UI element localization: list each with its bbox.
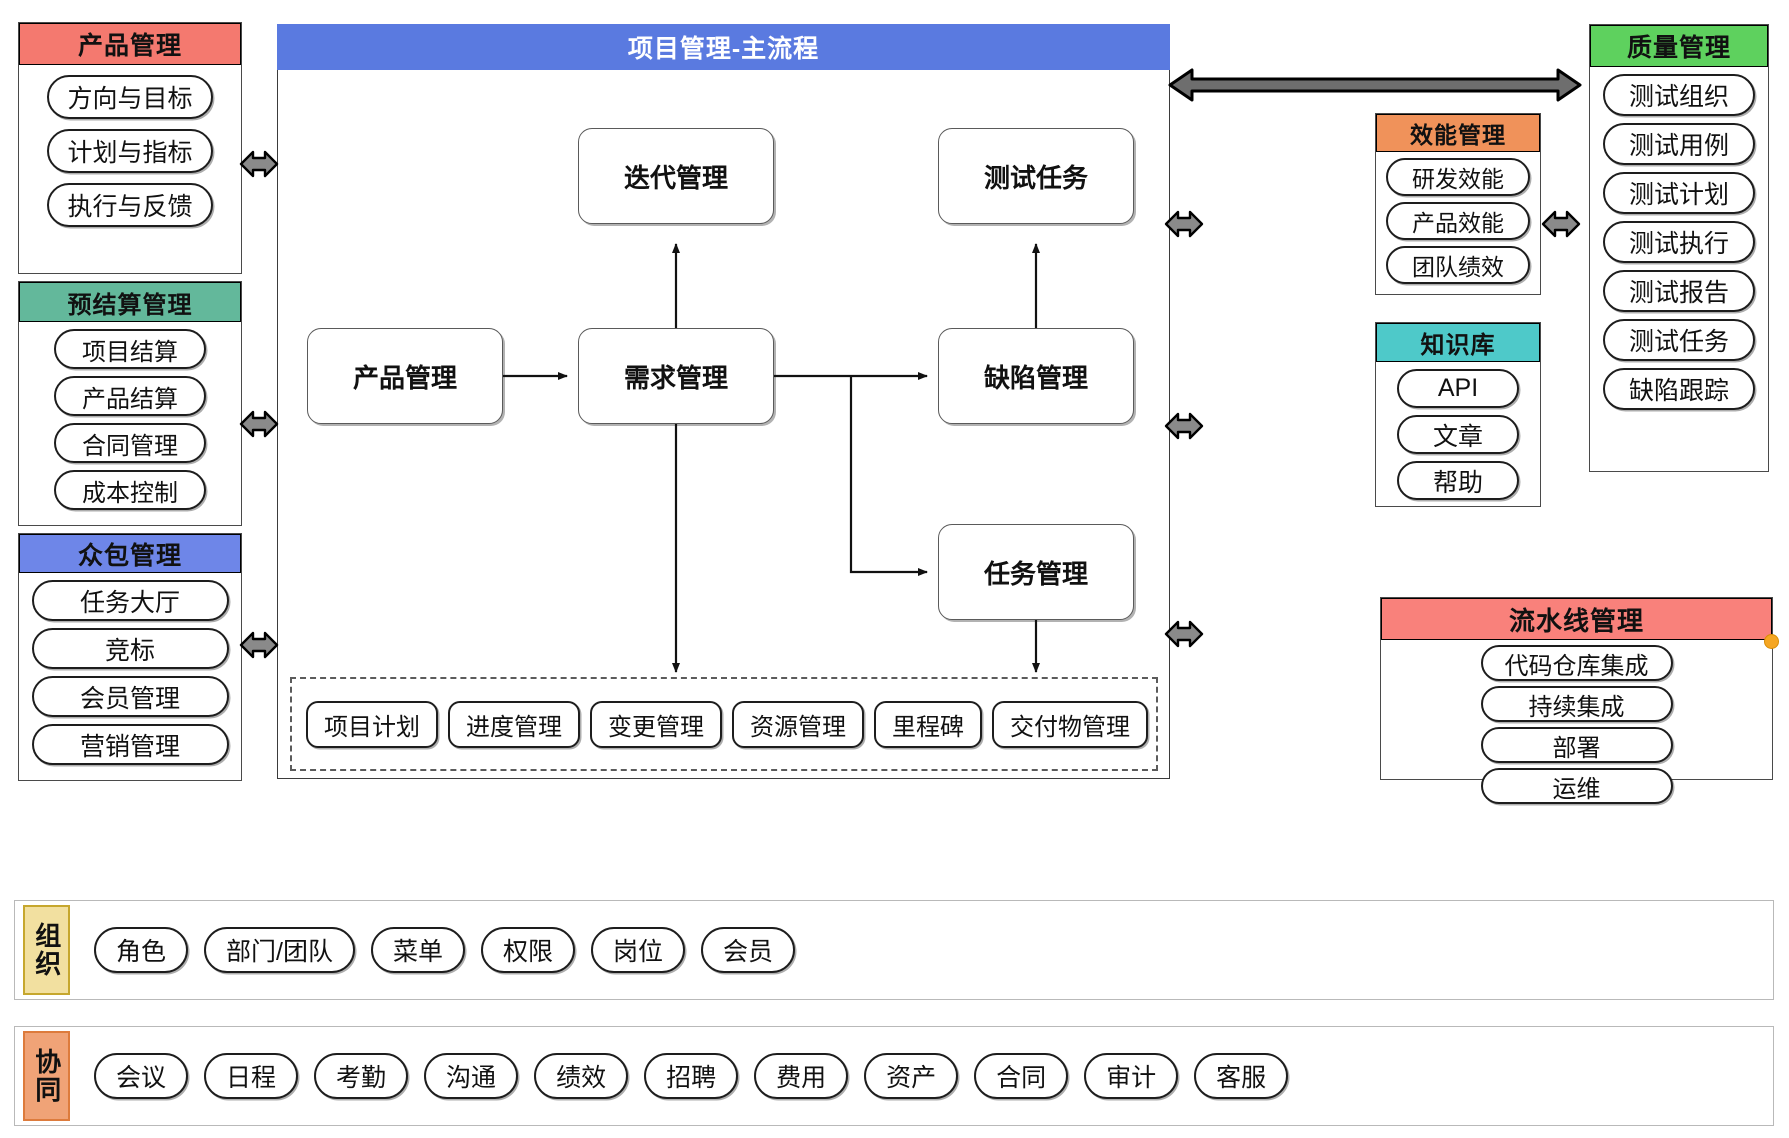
pipeline-status-dot bbox=[1764, 634, 1779, 649]
flowbox-task-management[interactable]: 任务管理 bbox=[938, 524, 1134, 620]
group-product-management[interactable]: 产品管理 方向与目标 计划与指标 执行与反馈 bbox=[18, 22, 242, 274]
arrow-bidir-budget bbox=[239, 410, 279, 438]
chip-task-hall[interactable]: 任务大厅 bbox=[31, 580, 229, 621]
flowbox-iteration-management[interactable]: 迭代管理 bbox=[578, 128, 774, 224]
chip-resource-management[interactable]: 资源管理 bbox=[732, 700, 864, 748]
group-header-pipeline-management: 流水线管理 bbox=[1381, 598, 1772, 640]
chip-test-report[interactable]: 测试报告 bbox=[1603, 270, 1755, 312]
chip-product-plan[interactable]: 计划与指标 bbox=[47, 129, 213, 173]
flowbox-product-management[interactable]: 产品管理 bbox=[307, 328, 503, 424]
chip-contract[interactable]: 合同 bbox=[974, 1053, 1069, 1099]
chip-bidding[interactable]: 竞标 bbox=[31, 628, 229, 669]
chip-deliverable-management[interactable]: 交付物管理 bbox=[992, 700, 1148, 748]
chip-department-team[interactable]: 部门/团队 bbox=[204, 927, 355, 973]
bottom-bar-tab-collaboration[interactable]: 协同 bbox=[23, 1031, 70, 1121]
chip-asset[interactable]: 资产 bbox=[864, 1053, 959, 1099]
bottom-bar-tab-collaboration-label: 协同 bbox=[31, 1048, 62, 1104]
chip-project-settlement[interactable]: 项目结算 bbox=[54, 329, 206, 369]
chip-project-plan[interactable]: 项目计划 bbox=[306, 700, 438, 748]
chip-change-management[interactable]: 变更管理 bbox=[590, 700, 722, 748]
chip-milestone[interactable]: 里程碑 bbox=[874, 700, 982, 748]
chip-test-organization[interactable]: 测试组织 bbox=[1603, 74, 1755, 116]
chip-contract-management[interactable]: 合同管理 bbox=[54, 423, 206, 463]
group-quality-management[interactable]: 质量管理 测试组织 测试用例 测试计划 测试执行 测试报告 测试任务 缺陷跟踪 bbox=[1589, 24, 1769, 472]
chip-meeting[interactable]: 会议 bbox=[94, 1053, 189, 1099]
arrow-bidir-efficiency-left bbox=[1164, 210, 1204, 238]
chip-recruitment[interactable]: 招聘 bbox=[644, 1053, 739, 1099]
bottom-bar-organization: 组织 角色 部门/团队 菜单 权限 岗位 会员 bbox=[14, 900, 1774, 1000]
group-header-efficiency-management: 效能管理 bbox=[1376, 114, 1540, 152]
arrow-bidir-flow-to-quality bbox=[1168, 68, 1582, 102]
chip-expense[interactable]: 费用 bbox=[754, 1053, 849, 1099]
chip-permission[interactable]: 权限 bbox=[480, 927, 575, 973]
arrow-bidir-product bbox=[239, 150, 279, 178]
chip-continuous-integration[interactable]: 持续集成 bbox=[1480, 686, 1673, 722]
chip-menu[interactable]: 菜单 bbox=[370, 927, 465, 973]
chip-product-efficiency[interactable]: 产品效能 bbox=[1386, 202, 1530, 240]
group-knowledge-base[interactable]: 知识库 API 文章 帮助 bbox=[1375, 322, 1541, 507]
chip-rnd-efficiency[interactable]: 研发效能 bbox=[1386, 158, 1530, 196]
chip-test-execution[interactable]: 测试执行 bbox=[1603, 221, 1755, 263]
chip-product-direction[interactable]: 方向与目标 bbox=[47, 75, 213, 119]
chip-cost-control[interactable]: 成本控制 bbox=[54, 470, 206, 510]
chip-deployment[interactable]: 部署 bbox=[1480, 727, 1673, 763]
chip-marketing-management[interactable]: 营销管理 bbox=[31, 724, 229, 765]
chip-product-execution[interactable]: 执行与反馈 bbox=[47, 183, 213, 227]
chip-help[interactable]: 帮助 bbox=[1397, 461, 1519, 500]
bottom-bar-tab-organization-label: 组织 bbox=[31, 922, 62, 978]
chip-team-performance[interactable]: 团队绩效 bbox=[1386, 246, 1530, 284]
chip-progress-management[interactable]: 进度管理 bbox=[448, 700, 580, 748]
chip-member-management[interactable]: 会员管理 bbox=[31, 676, 229, 717]
flowbox-defect-management[interactable]: 缺陷管理 bbox=[938, 328, 1134, 424]
chip-operations[interactable]: 运维 bbox=[1480, 768, 1673, 804]
chip-product-settlement[interactable]: 产品结算 bbox=[54, 376, 206, 416]
chip-api[interactable]: API bbox=[1397, 369, 1519, 408]
group-budget-settlement-management[interactable]: 预结算管理 项目结算 产品结算 合同管理 成本控制 bbox=[18, 281, 242, 526]
arrow-bidir-efficiency-right bbox=[1541, 210, 1581, 238]
chip-test-case[interactable]: 测试用例 bbox=[1603, 123, 1755, 165]
chip-communication[interactable]: 沟通 bbox=[424, 1053, 519, 1099]
arrow-bidir-knowledge bbox=[1164, 412, 1204, 440]
chip-test-plan[interactable]: 测试计划 bbox=[1603, 172, 1755, 214]
chip-performance[interactable]: 绩效 bbox=[534, 1053, 629, 1099]
flow-subitems-container: 项目计划 进度管理 变更管理 资源管理 里程碑 交付物管理 bbox=[290, 677, 1158, 771]
chip-audit[interactable]: 审计 bbox=[1084, 1053, 1179, 1099]
bottom-bar-tab-organization[interactable]: 组织 bbox=[23, 905, 70, 995]
bottom-bar-collaboration: 协同 会议 日程 考勤 沟通 绩效 招聘 费用 资产 合同 审计 客服 bbox=[14, 1026, 1774, 1126]
chip-defect-tracking[interactable]: 缺陷跟踪 bbox=[1603, 368, 1755, 410]
chip-position[interactable]: 岗位 bbox=[591, 927, 686, 973]
group-pipeline-management[interactable]: 流水线管理 代码仓库集成 持续集成 部署 运维 bbox=[1380, 597, 1773, 804]
chip-customer-service[interactable]: 客服 bbox=[1194, 1053, 1289, 1099]
group-header-crowdsourcing-management: 众包管理 bbox=[19, 534, 241, 573]
chip-schedule[interactable]: 日程 bbox=[204, 1053, 299, 1099]
flowbox-test-task[interactable]: 测试任务 bbox=[938, 128, 1134, 224]
flowbox-requirement-management[interactable]: 需求管理 bbox=[578, 328, 774, 424]
group-header-product-management: 产品管理 bbox=[19, 23, 241, 65]
group-crowdsourcing-management[interactable]: 众包管理 任务大厅 竞标 会员管理 营销管理 bbox=[18, 533, 242, 781]
arrow-bidir-crowdsourcing bbox=[239, 631, 279, 659]
chip-role[interactable]: 角色 bbox=[94, 927, 189, 973]
group-header-knowledge-base: 知识库 bbox=[1376, 323, 1540, 362]
arrow-bidir-pipeline bbox=[1164, 620, 1204, 648]
group-header-budget-settlement-management: 预结算管理 bbox=[19, 282, 241, 322]
chip-membership[interactable]: 会员 bbox=[701, 927, 796, 973]
main-flow-title: 项目管理-主流程 bbox=[277, 24, 1170, 70]
group-efficiency-management[interactable]: 效能管理 研发效能 产品效能 团队绩效 bbox=[1375, 113, 1541, 295]
chip-article[interactable]: 文章 bbox=[1397, 415, 1519, 454]
chip-code-repo-integration[interactable]: 代码仓库集成 bbox=[1480, 645, 1673, 681]
group-header-quality-management: 质量管理 bbox=[1590, 25, 1768, 67]
chip-test-task[interactable]: 测试任务 bbox=[1603, 319, 1755, 361]
chip-attendance[interactable]: 考勤 bbox=[314, 1053, 409, 1099]
